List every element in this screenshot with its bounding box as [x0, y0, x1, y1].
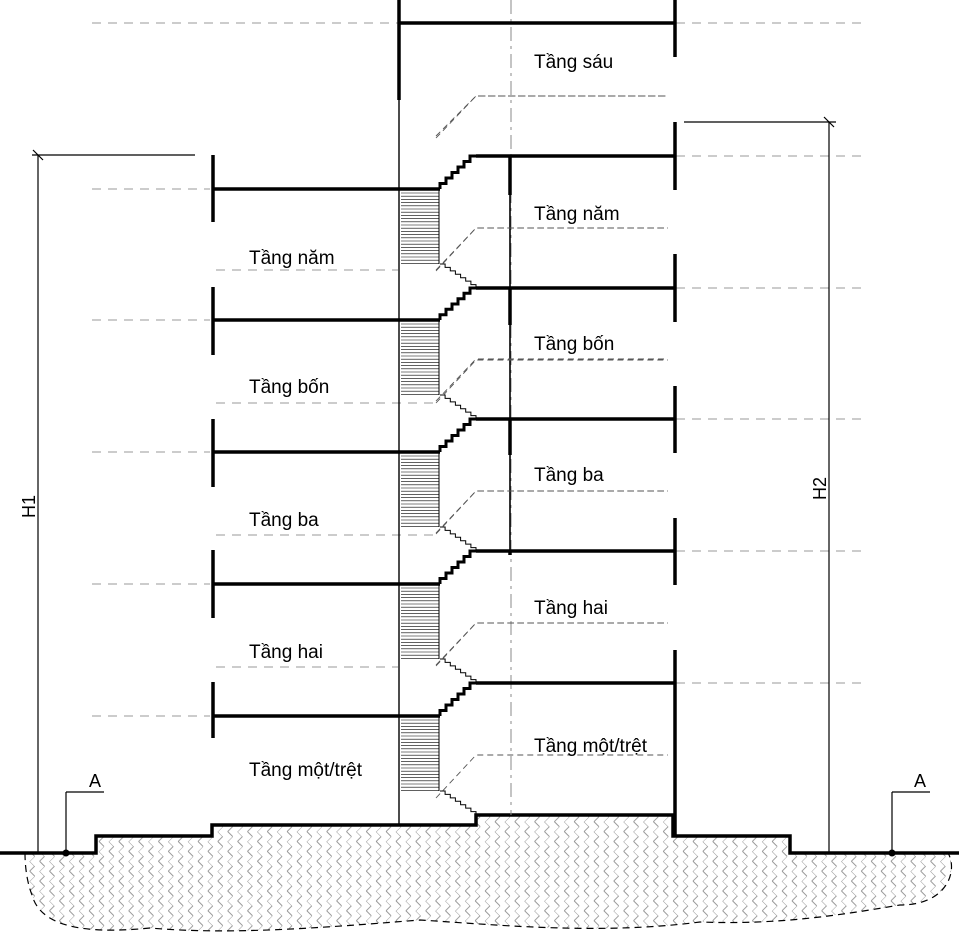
marker-left-label: A — [89, 771, 101, 791]
dimension-lines — [32, 116, 836, 853]
label-left-4: Tầng bốn — [249, 377, 329, 398]
right-slabs — [397, 0, 677, 836]
label-right-3: Tầng ba — [534, 465, 604, 486]
label-left-1: Tầng một/trệt — [249, 760, 363, 781]
stair-upper-flight-5 — [438, 681, 476, 716]
stair-flights — [401, 95, 668, 815]
walk-arrow-lower — [435, 754, 668, 799]
stair-upper-flight-3 — [438, 417, 476, 452]
ground-boundary — [24, 852, 952, 932]
stair-upper-flight-2 — [438, 286, 476, 320]
walk-arrow-lower — [435, 227, 668, 272]
walk-arrow-top — [435, 95, 668, 137]
ground-line — [0, 813, 959, 855]
stair-upper-flight-4 — [438, 549, 476, 584]
section-marker-left — [62, 791, 104, 857]
label-left-3: Tầng ba — [249, 510, 319, 531]
walk-arrow-upper — [435, 490, 668, 534]
left-slabs — [211, 155, 440, 738]
label-right-4: Tầng bốn — [534, 334, 614, 355]
dimension-h2: H2 — [810, 477, 830, 500]
stair-lower-flight-1 — [440, 263, 477, 288]
label-right-1: Tầng một/trệt — [534, 736, 648, 757]
walk-arrow-lower — [435, 359, 668, 404]
label-left-2: Tầng hai — [249, 642, 323, 663]
stair-upper-flight-1 — [438, 154, 476, 189]
label-right-5: Tầng năm — [534, 204, 620, 225]
walk-arrow-upper — [435, 622, 668, 666]
level-lines — [92, 22, 862, 717]
stair-lower-flight-3 — [440, 526, 477, 551]
stair-lower-flight-4 — [440, 658, 477, 683]
walk-arrow-lower — [435, 622, 668, 667]
label-right-6: Tầng sáu — [534, 52, 613, 73]
walk-arrow-upper — [435, 227, 668, 271]
walk-arrow-upper — [435, 358, 668, 402]
dimension-h1: H1 — [19, 495, 39, 518]
stair-lower-flight-5 — [440, 790, 477, 815]
label-left-5: Tầng năm — [249, 248, 335, 269]
ground-hatch — [25, 815, 952, 931]
walk-arrow-lower — [435, 490, 668, 535]
section-marker-right — [888, 791, 930, 857]
walk-arrow-upper — [435, 95, 668, 139]
label-right-2: Tầng hai — [534, 598, 608, 619]
stair-lower-flight-2 — [440, 394, 477, 419]
marker-right-label: A — [914, 771, 926, 791]
